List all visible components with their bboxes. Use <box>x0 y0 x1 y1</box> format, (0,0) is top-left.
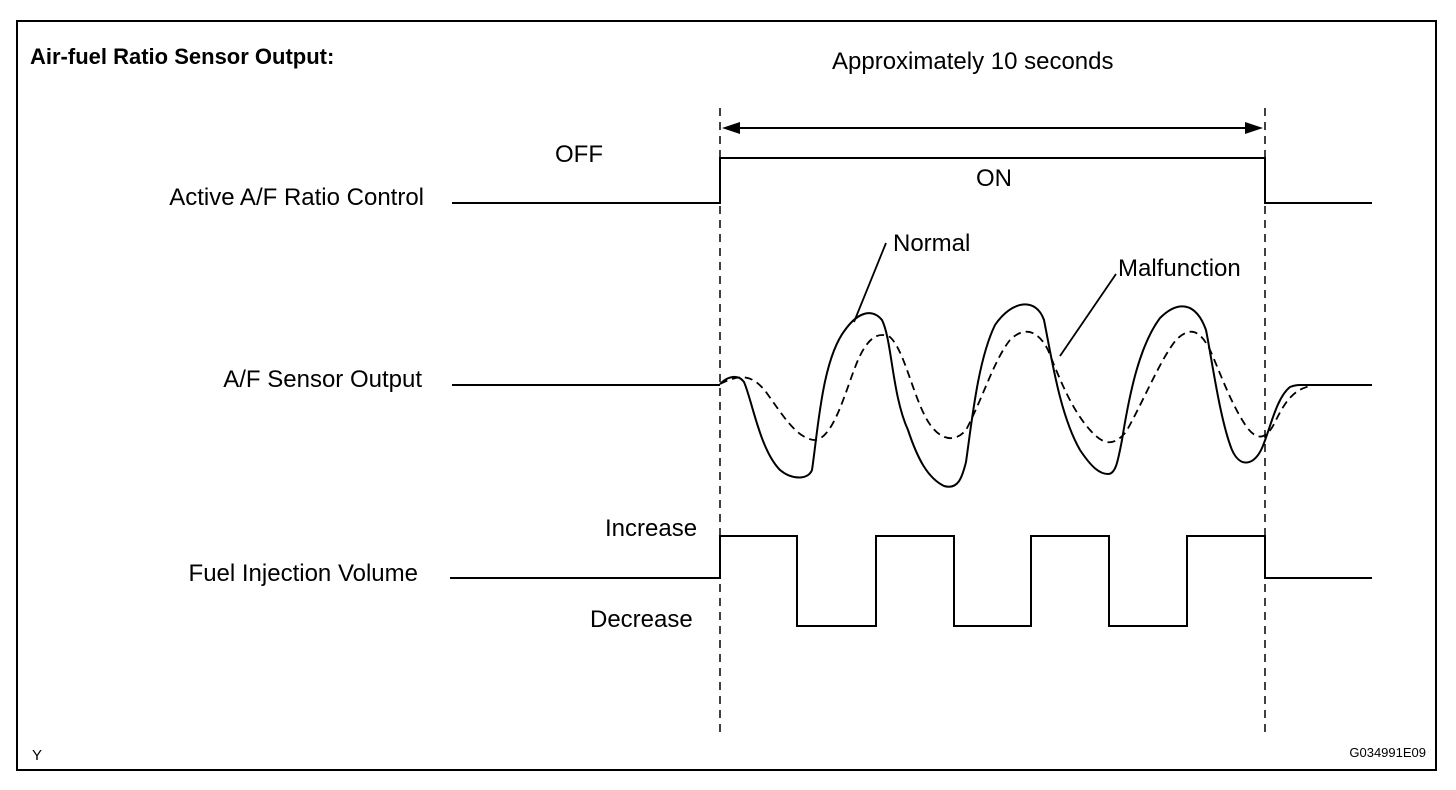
figure-code: G034991E09 <box>1349 745 1426 760</box>
signal-label-af-sensor-output: A/F Sensor Output <box>223 366 422 393</box>
duration-arrowhead-left <box>722 122 740 134</box>
malfunction-leader-line <box>1059 273 1117 357</box>
duration-label: Approximately 10 seconds <box>832 48 1114 75</box>
state-off-label: OFF <box>555 141 603 168</box>
fuel-decrease-label: Decrease <box>590 606 693 633</box>
state-on-label: ON <box>976 165 1012 192</box>
malfunction-af-waveform <box>719 330 1311 444</box>
corner-mark-left: Y <box>32 747 43 764</box>
diagram-title: Air-fuel Ratio Sensor Output: <box>30 44 335 69</box>
duration-arrowhead-right <box>1245 122 1263 134</box>
signal-label-active-control: Active A/F Ratio Control <box>169 184 424 211</box>
active-control-waveform <box>452 157 1372 204</box>
normal-legend-label: Normal <box>893 230 971 257</box>
normal-leader-line <box>853 242 887 323</box>
diagram-frame <box>16 20 1437 771</box>
normal-af-waveform <box>719 303 1301 488</box>
fuel-injection-waveform <box>450 535 1372 627</box>
malfunction-legend-label: Malfunction <box>1118 255 1241 282</box>
fuel-increase-label: Increase <box>605 515 698 542</box>
signal-label-fuel-injection-volume: Fuel Injection Volume <box>188 560 418 587</box>
